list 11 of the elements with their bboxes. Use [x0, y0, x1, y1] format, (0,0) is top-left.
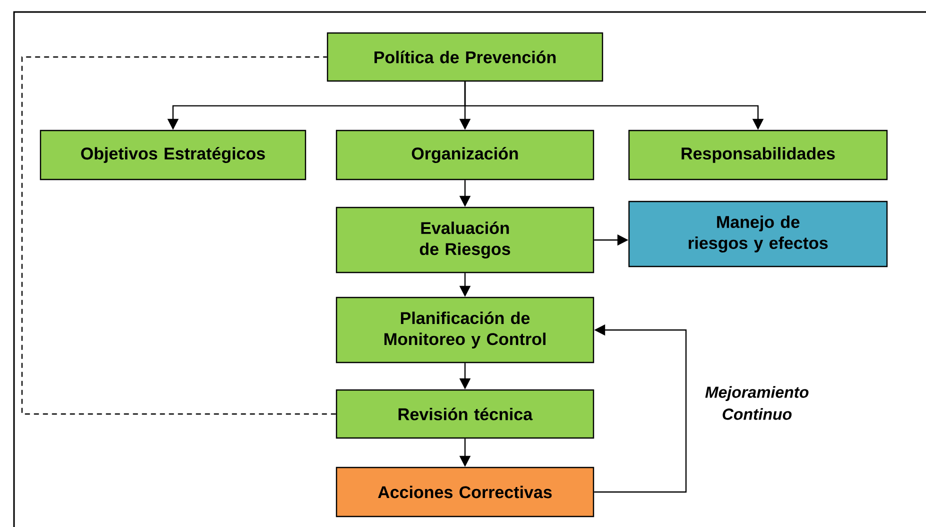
- process-box: Organización: [336, 130, 594, 180]
- process-box: Manejo de riesgos y efectos: [628, 200, 888, 268]
- process-box: Política de Prevención: [326, 32, 604, 82]
- edge-label: Mejoramiento Continuo: [705, 386, 808, 420]
- process-box: Planificación de Monitoreo y Control: [336, 296, 594, 364]
- action-box: Acciones Correctivas: [336, 466, 594, 518]
- dashed-connector: [21, 56, 336, 415]
- process-box: Evaluación de Riesgos: [336, 206, 594, 274]
- process-box: Objetivos Estratégicos: [40, 130, 306, 180]
- process-box: Responsabilidades: [628, 130, 888, 180]
- process-box: Revisión técnica: [336, 389, 594, 439]
